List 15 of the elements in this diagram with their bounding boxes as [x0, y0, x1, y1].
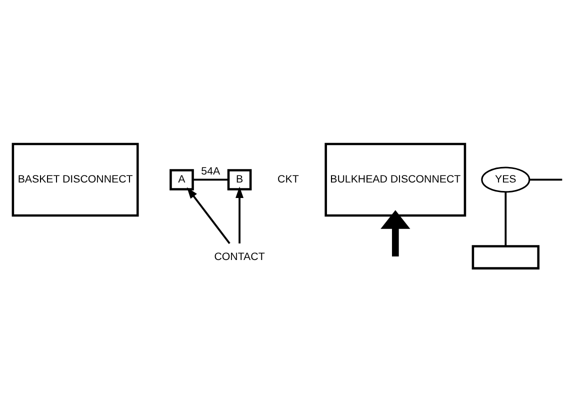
- connector: [529, 178, 562, 180]
- arrow: [236, 186, 244, 243]
- node-box: BASKET DISCONNECT: [12, 142, 139, 216]
- edge-label: 54A: [201, 165, 220, 178]
- node-text: CONTACT: [214, 250, 265, 263]
- node-box: A: [170, 168, 194, 190]
- label: CKT: [278, 173, 299, 186]
- node-box: [472, 244, 540, 269]
- node-ellipse: YES: [481, 166, 530, 192]
- arrow: [380, 210, 410, 256]
- node-box: B: [227, 168, 252, 190]
- connector: [504, 192, 507, 246]
- node-box: BULKHEAD DISCONNECT: [324, 142, 466, 216]
- arrow: [186, 186, 230, 244]
- connector: [192, 178, 228, 180]
